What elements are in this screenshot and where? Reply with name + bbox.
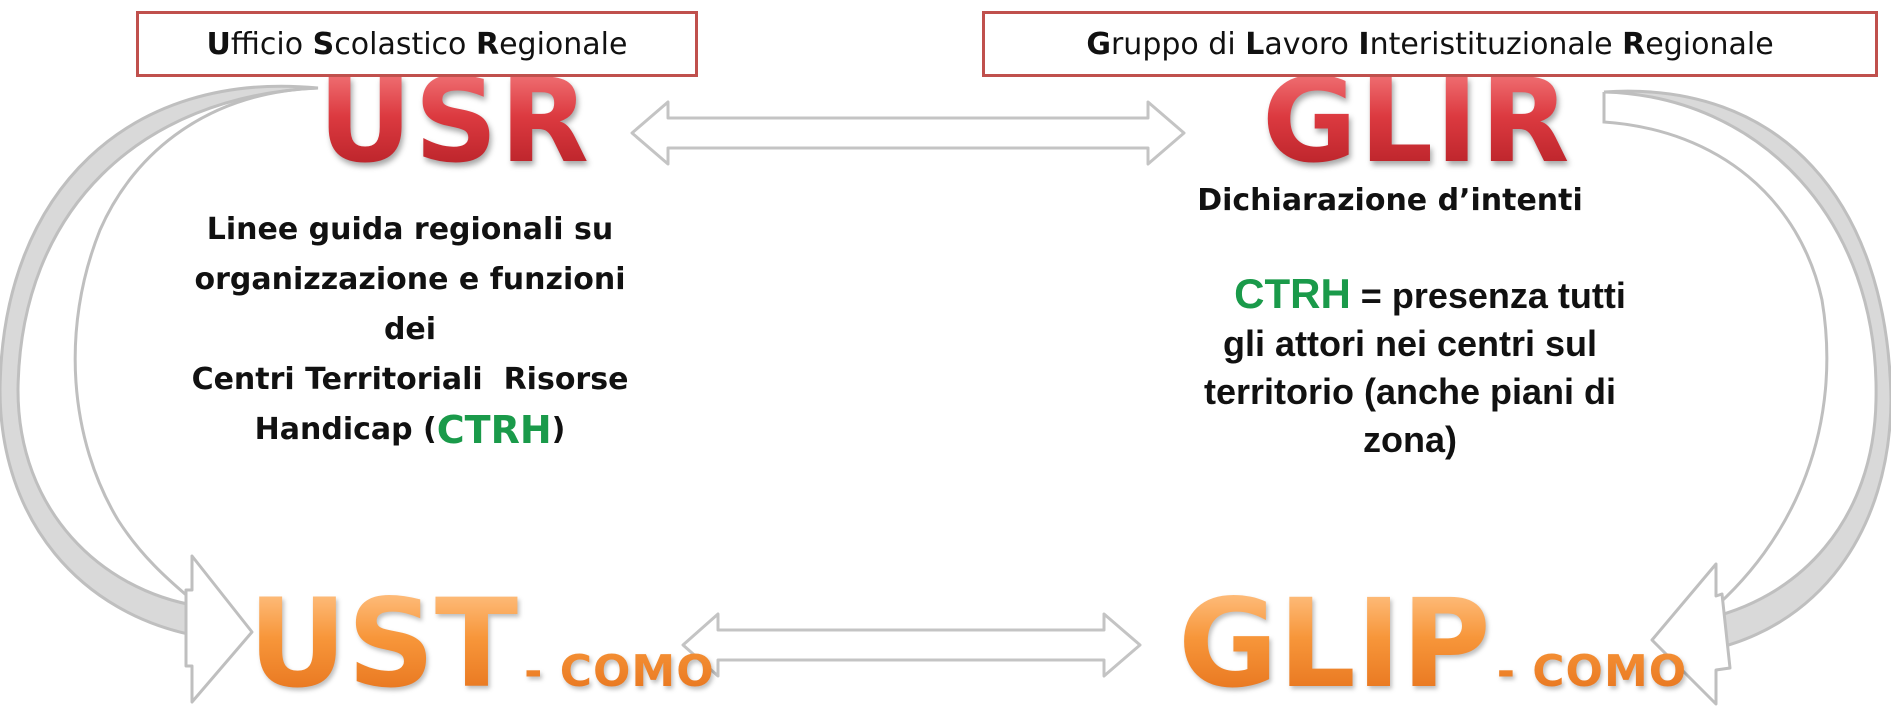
glir-desc-line-1-rest: = presenza tutti [1350,275,1626,316]
glir-desc-line-1: CTRH = presenza tutti [1140,270,1680,320]
glir-desc-ctrh-highlight: CTRH [1234,270,1351,317]
usr-desc-line-3: dei [383,312,437,347]
glir-declaration: Dichiarazione d’intenti [1197,183,1583,218]
usr-box-initial-s: S [312,26,335,62]
glir-description: CTRH = presenza tutti gli attori nei cen… [1140,270,1680,464]
ust-glip-double-arrow [681,612,1142,678]
usr-box-initial-u: U [206,26,231,62]
glip-como-label: GLIP- COMO [1178,583,1687,705]
usr-desc-ctrh-highlight: CTRH [436,408,552,452]
usr-box-text-3: egionale [499,26,628,62]
glir-box-initial-r: R [1622,26,1646,62]
usr-box-initial-r: R [475,26,500,62]
glip-label-sub: - COMO [1496,646,1688,697]
ust-label-sub: - COMO [524,646,715,697]
usr-label: USR [318,54,592,189]
usr-box-text-2: colastico [334,26,476,62]
glir-box-text-3: nteristituzionale [1369,26,1623,62]
ust-como-label: UST- COMO [248,583,715,705]
glir-desc-line-3: territorio (anche piani di [1203,371,1617,412]
glir-box-initial-i: I [1358,26,1370,62]
ust-label-main: UST [248,573,519,706]
usr-desc-line-4: Centri Territoriali Risorse [191,362,629,397]
glir-box-initial-g: G [1086,26,1111,62]
glir-desc-line-2: gli attori nei centri sul [1222,323,1598,364]
usr-desc-line-5: Handicap (CTRH) [150,405,670,455]
glir-box-initial-l: L [1245,26,1265,62]
glir-box-text-4: egionale [1645,26,1774,62]
usr-desc-line-5-prefix: Handicap ( [254,412,437,447]
usr-box-text-1: fficio [230,26,313,62]
usr-desc-line-1: Linee guida regionali su [206,212,614,247]
glir-label: GLIR [1262,54,1572,189]
glir-box-text-2: avoro [1264,26,1359,62]
usr-desc-line-5-suffix: ) [551,412,566,447]
glir-box-text-1: ruppo di [1110,26,1246,62]
glir-glip-curved-arrow [1602,89,1891,706]
glip-label-main: GLIP [1178,573,1491,706]
usr-desc-line-2: organizzazione e funzioni [194,262,626,297]
usr-glir-double-arrow [630,100,1186,166]
usr-ust-curved-arrow [0,84,319,704]
glir-desc-line-4: zona) [1363,419,1457,460]
usr-description: Linee guida regionali su organizzazione … [150,205,670,455]
